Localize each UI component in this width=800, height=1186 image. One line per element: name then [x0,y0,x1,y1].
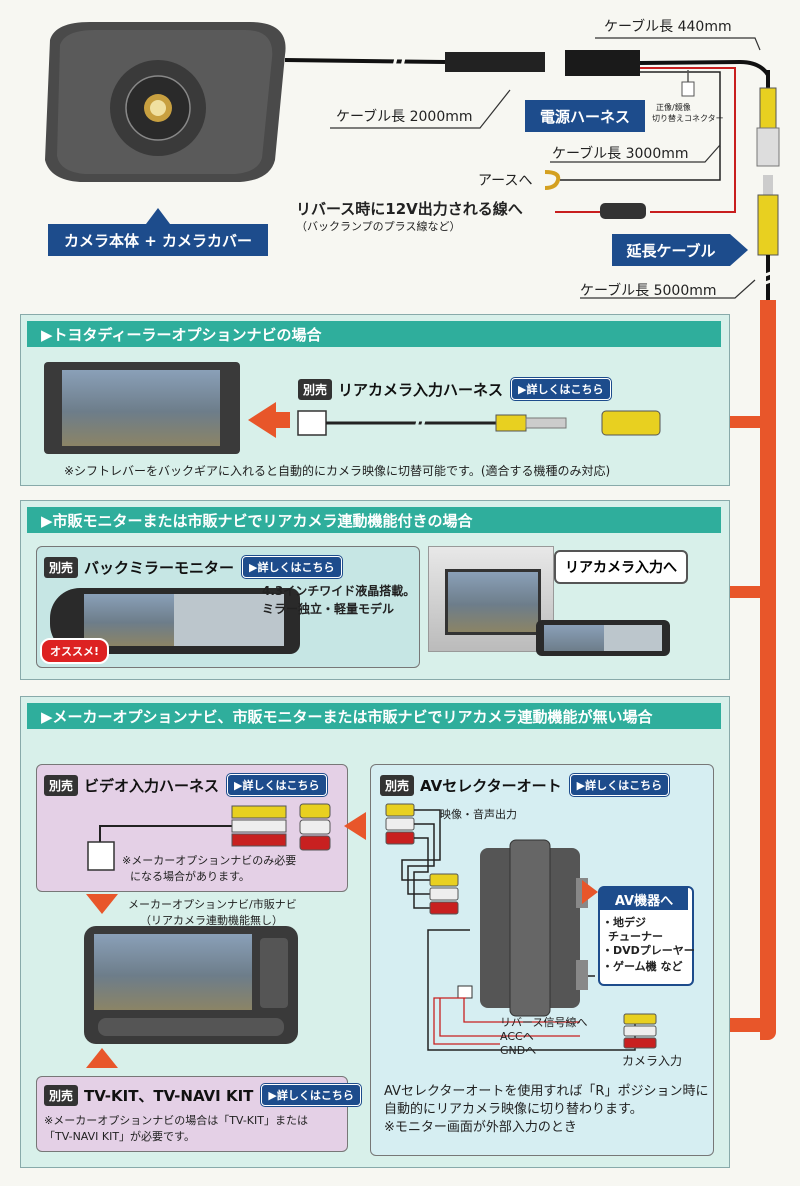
section1-product: 別売 リアカメラ入力ハーネス ▶詳しくはこちら [298,378,611,400]
video-down-arrow-icon [86,894,118,914]
section1-title: ▶トヨタディーラーオプションナビの場合 [27,321,721,347]
cable-length-3000: ケーブル長 3000mm [552,146,689,162]
mirror-spec-1: 4.3インチワイド液晶搭載。 [262,584,416,598]
video-harness-label: ビデオ入力ハーネス [84,776,220,795]
section1-note: ※シフトレバーをバックギアに入れると自動的にカメラ映像に切替可能です。(適合する… [64,464,611,478]
av-desc-2: 自動的にリアカメラ映像に切り替わります。 [384,1102,643,1117]
av-selector-detail-link[interactable]: ▶詳しくはこちら [569,774,670,796]
av-to-video-arrow-icon [344,812,366,840]
betsu-badge: 別売 [44,774,79,796]
av-selector-product: 別売 AVセレクターオート ▶詳しくはこちら [380,774,670,796]
rear-camera-harness-label: リアカメラ入力ハーネス [338,380,504,399]
betsu-badge: 別売 [380,774,415,796]
acc-label: ACCへ [500,1030,534,1043]
tvkit-label: TV-KIT、TV-NAVI KIT [84,1086,254,1105]
av-device-2: チューナー [608,930,663,943]
av-io-label: 映像・音声出力 [440,808,517,821]
section1-detail-link[interactable]: ▶詳しくはこちら [511,378,611,400]
av-selector-label: AVセレクターオート [420,776,562,795]
video-harness-product: 別売 ビデオ入力ハーネス ▶詳しくはこちら [44,774,327,796]
tvkit-box [36,1076,348,1152]
av-desc-1: AVセレクターオートを使用すれば「R」ポジション時に [384,1084,709,1099]
av-device-4: ・ゲーム機 など [602,960,683,973]
betsu-badge: 別売 [44,556,79,578]
earth-label: アースへ [478,173,533,189]
section2-detail-link[interactable]: ▶詳しくはこちら [242,556,342,578]
navi-label-1: メーカーオプションナビ/市販ナビ [128,898,297,911]
extension-cable-label: 延長ケーブル [612,234,730,266]
video-harness-detail-link[interactable]: ▶詳しくはこちら [227,774,327,796]
av-device-1: ・地デジ [602,916,646,929]
av-desc-3: ※モニター画面が外部入力のとき [384,1120,577,1135]
betsu-badge: 別売 [298,378,333,400]
power-harness-label: 電源ハーネス [525,100,645,132]
rear-camera-input-label: リアカメラ入力へ [554,550,688,584]
mirror-monitor-label: バックミラーモニター [84,558,235,577]
navi-up-arrow-icon [86,1048,118,1068]
connector-note-1: 正像/鏡像 [656,103,691,112]
orange-trunk-line [760,300,776,1040]
cable-length-2000: ケーブル長 2000mm [336,109,473,125]
tvkit-note-1: ※メーカーオプションナビの場合は「TV-KIT」または [44,1114,308,1127]
camera-label: カメラ本体 + カメラカバー [48,224,268,256]
video-harness-note-1: ※メーカーオプションナビのみ必要 [122,854,297,867]
video-harness-svg [87,803,331,871]
tvkit-detail-link[interactable]: ▶詳しくはこちら [261,1084,361,1106]
camera-label-arrow-icon [146,208,170,224]
rear-harness-svg [297,410,661,436]
section2-product: 別売 バックミラーモニター ▶詳しくはこちら [44,556,342,578]
av-devices-arrow-icon [582,880,598,904]
section1-arrow-body [274,412,290,428]
camera-input-label: カメラ入力 [622,1054,683,1068]
av-device-3: ・DVDプレーヤー [602,944,695,957]
connector-note-2: 切り替えコネクター [652,114,724,123]
video-harness-note-2: になる場合があります。 [130,870,250,883]
reverse-line-label: リバース時に12V出力される線へ [296,200,523,218]
gnd-label: GNDへ [500,1044,537,1057]
maker-navi-image [84,926,298,1044]
section1-arrow-icon [248,402,276,438]
av-devices-title: AV機器へ [600,888,688,910]
reverse-signal-label: リバース信号線へ [500,1016,588,1029]
navi-label-2: （リアカメラ連動機能無し） [140,914,283,927]
tvkit-note-2: 「TV-NAVI KIT」が必要です。 [44,1130,195,1143]
cable-length-5000: ケーブル長 5000mm [580,283,717,299]
section2-title: ▶市販モニターまたは市販ナビでリアカメラ連動機能付きの場合 [27,507,721,533]
dash-monitor-image [428,546,554,652]
small-mirror-image [536,620,670,656]
betsu-badge: 別売 [44,1084,79,1106]
cable-diagram-svg [45,22,780,300]
mirror-spec-2: ミラー独立・軽量モデル [262,602,395,616]
tvkit-product: 別売 TV-KIT、TV-NAVI KIT ▶詳しくはこちら [44,1084,361,1106]
section3-title: ▶メーカーオプションナビ、市販モニターまたは市販ナビでリアカメラ連動機能が無い場… [27,703,721,729]
reverse-line-sub: （バックランプのプラス線など） [296,220,461,233]
extension-arrow-icon [730,234,748,266]
cable-length-440: ケーブル長 440mm [604,19,732,35]
recommend-badge: オススメ! [40,638,110,664]
toyota-navi-image [44,362,240,454]
